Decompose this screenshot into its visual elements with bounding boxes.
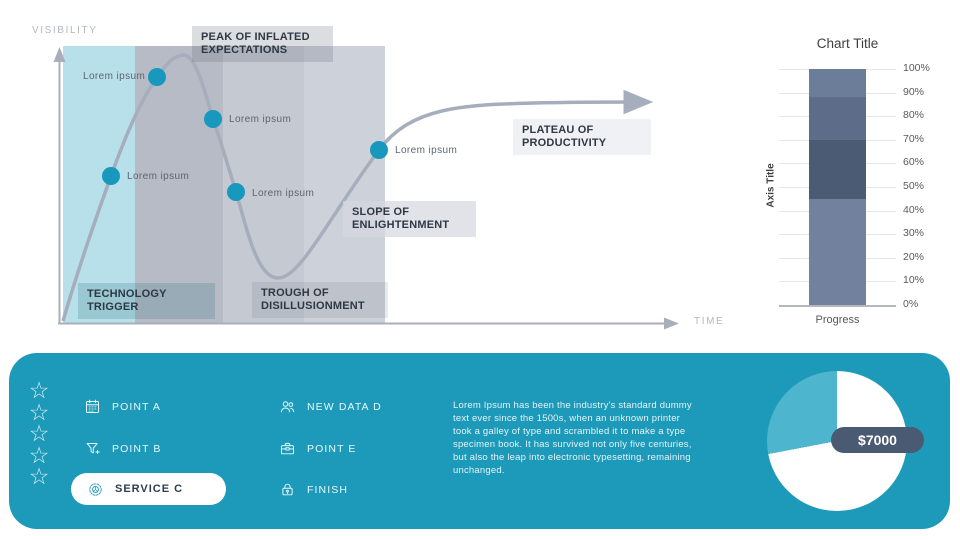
pie-value-badge: $7000 xyxy=(831,427,924,453)
users-icon xyxy=(280,401,295,413)
bar-segment-segment-top xyxy=(809,69,866,98)
bar-chart-baseline xyxy=(779,305,896,307)
list-item-service-c[interactable]: SERVICE C xyxy=(71,473,226,505)
curve-point-marker xyxy=(148,68,166,86)
curve-point-marker xyxy=(102,167,120,185)
bar-chart-tick-label: 90% xyxy=(903,85,925,98)
list-item-point-e[interactable]: POINT E xyxy=(279,440,357,457)
list-item-point-b[interactable]: POINT B xyxy=(84,440,162,457)
curve-point-marker xyxy=(370,141,388,159)
list-item-finish[interactable]: FINISH xyxy=(279,481,348,498)
bar-segment-segment-upper-mid xyxy=(809,97,866,140)
stacked-bar xyxy=(809,69,866,305)
bar-segment-segment-lower-mid xyxy=(809,139,866,199)
point-label: Lorem ipsum xyxy=(252,188,315,199)
phase-label-peak: PEAK OF INFLATED EXPECTATIONS xyxy=(192,26,333,62)
star-icon: ☆ xyxy=(28,421,50,448)
phase-label-plateau: PLATEAU OF PRODUCTIVITY xyxy=(513,119,651,155)
bar-segment-segment-bottom xyxy=(809,198,866,305)
bar-chart-tick-label: 70% xyxy=(903,132,925,145)
bar-chart-category-label: Progress xyxy=(815,314,860,326)
bar-chart-tick-label: 80% xyxy=(903,109,925,122)
stars: ☆☆☆☆☆ xyxy=(26,378,52,491)
bar-chart-tick-label: 0% xyxy=(903,298,919,310)
point-label: Lorem ipsum xyxy=(229,114,292,125)
time-axis-label: TIME xyxy=(694,316,725,327)
point-label: Lorem ipsum xyxy=(83,71,146,82)
briefcase-icon xyxy=(280,442,295,455)
bar-chart-tick-label: 10% xyxy=(903,274,925,287)
list-item-label: SERVICE C xyxy=(115,483,184,495)
phase-label-technology-trigger: TECHNOLOGY TRIGGER xyxy=(78,283,215,319)
hype-cycle-curve xyxy=(53,47,679,330)
list-item-label: POINT B xyxy=(112,442,162,455)
bar-chart-tick-label: 30% xyxy=(903,227,925,240)
gear-icon xyxy=(89,482,102,496)
bar-chart-tick-label: 50% xyxy=(903,180,925,192)
list-item-label: FINISH xyxy=(307,483,349,496)
list-item-point-a[interactable]: POINT A xyxy=(84,398,161,415)
star-icon: ☆ xyxy=(28,442,50,469)
bar-chart-title: Chart Title xyxy=(816,36,879,51)
list-item-label: POINT A xyxy=(112,400,161,413)
star-icon: ☆ xyxy=(28,378,50,404)
point-label: Lorem ipsum xyxy=(395,145,458,156)
bottom-panel: ☆☆☆☆☆ POINT A POINT B SERVICE C xyxy=(9,353,950,529)
bar-chart-tick-label: 20% xyxy=(903,250,925,263)
lock-icon xyxy=(282,483,293,496)
star-icon: ☆ xyxy=(28,399,50,426)
curve-point-marker xyxy=(227,183,245,201)
phase-label-trough: TROUGH OF DISILLUSIONMENT xyxy=(252,282,388,318)
list-item-new-data-d[interactable]: NEW DATA D xyxy=(279,398,382,415)
visibility-axis-label: VISIBILITY xyxy=(32,25,98,36)
list-item-label: POINT E xyxy=(307,442,357,455)
filter-plus-icon xyxy=(86,443,100,455)
bar-chart-axis-title: Axis Title xyxy=(765,163,777,208)
bar-chart-tick-label: 40% xyxy=(903,203,925,216)
phase-band-slope xyxy=(304,46,385,324)
panel-paragraph: Lorem Ipsum has been the industry's stan… xyxy=(453,400,692,476)
bar-chart-tick-label: 60% xyxy=(903,156,925,169)
curve-point-marker xyxy=(204,110,222,128)
phase-label-slope: SLOPE OF ENLIGHTENMENT xyxy=(343,201,476,237)
star-icon: ☆ xyxy=(28,464,50,491)
calendar-icon xyxy=(85,399,100,414)
phase-band-peak xyxy=(135,46,223,324)
point-label: Lorem ipsum xyxy=(127,171,190,182)
list-item-label: NEW DATA D xyxy=(307,400,382,413)
bar-chart-tick-label: 100% xyxy=(903,62,930,74)
